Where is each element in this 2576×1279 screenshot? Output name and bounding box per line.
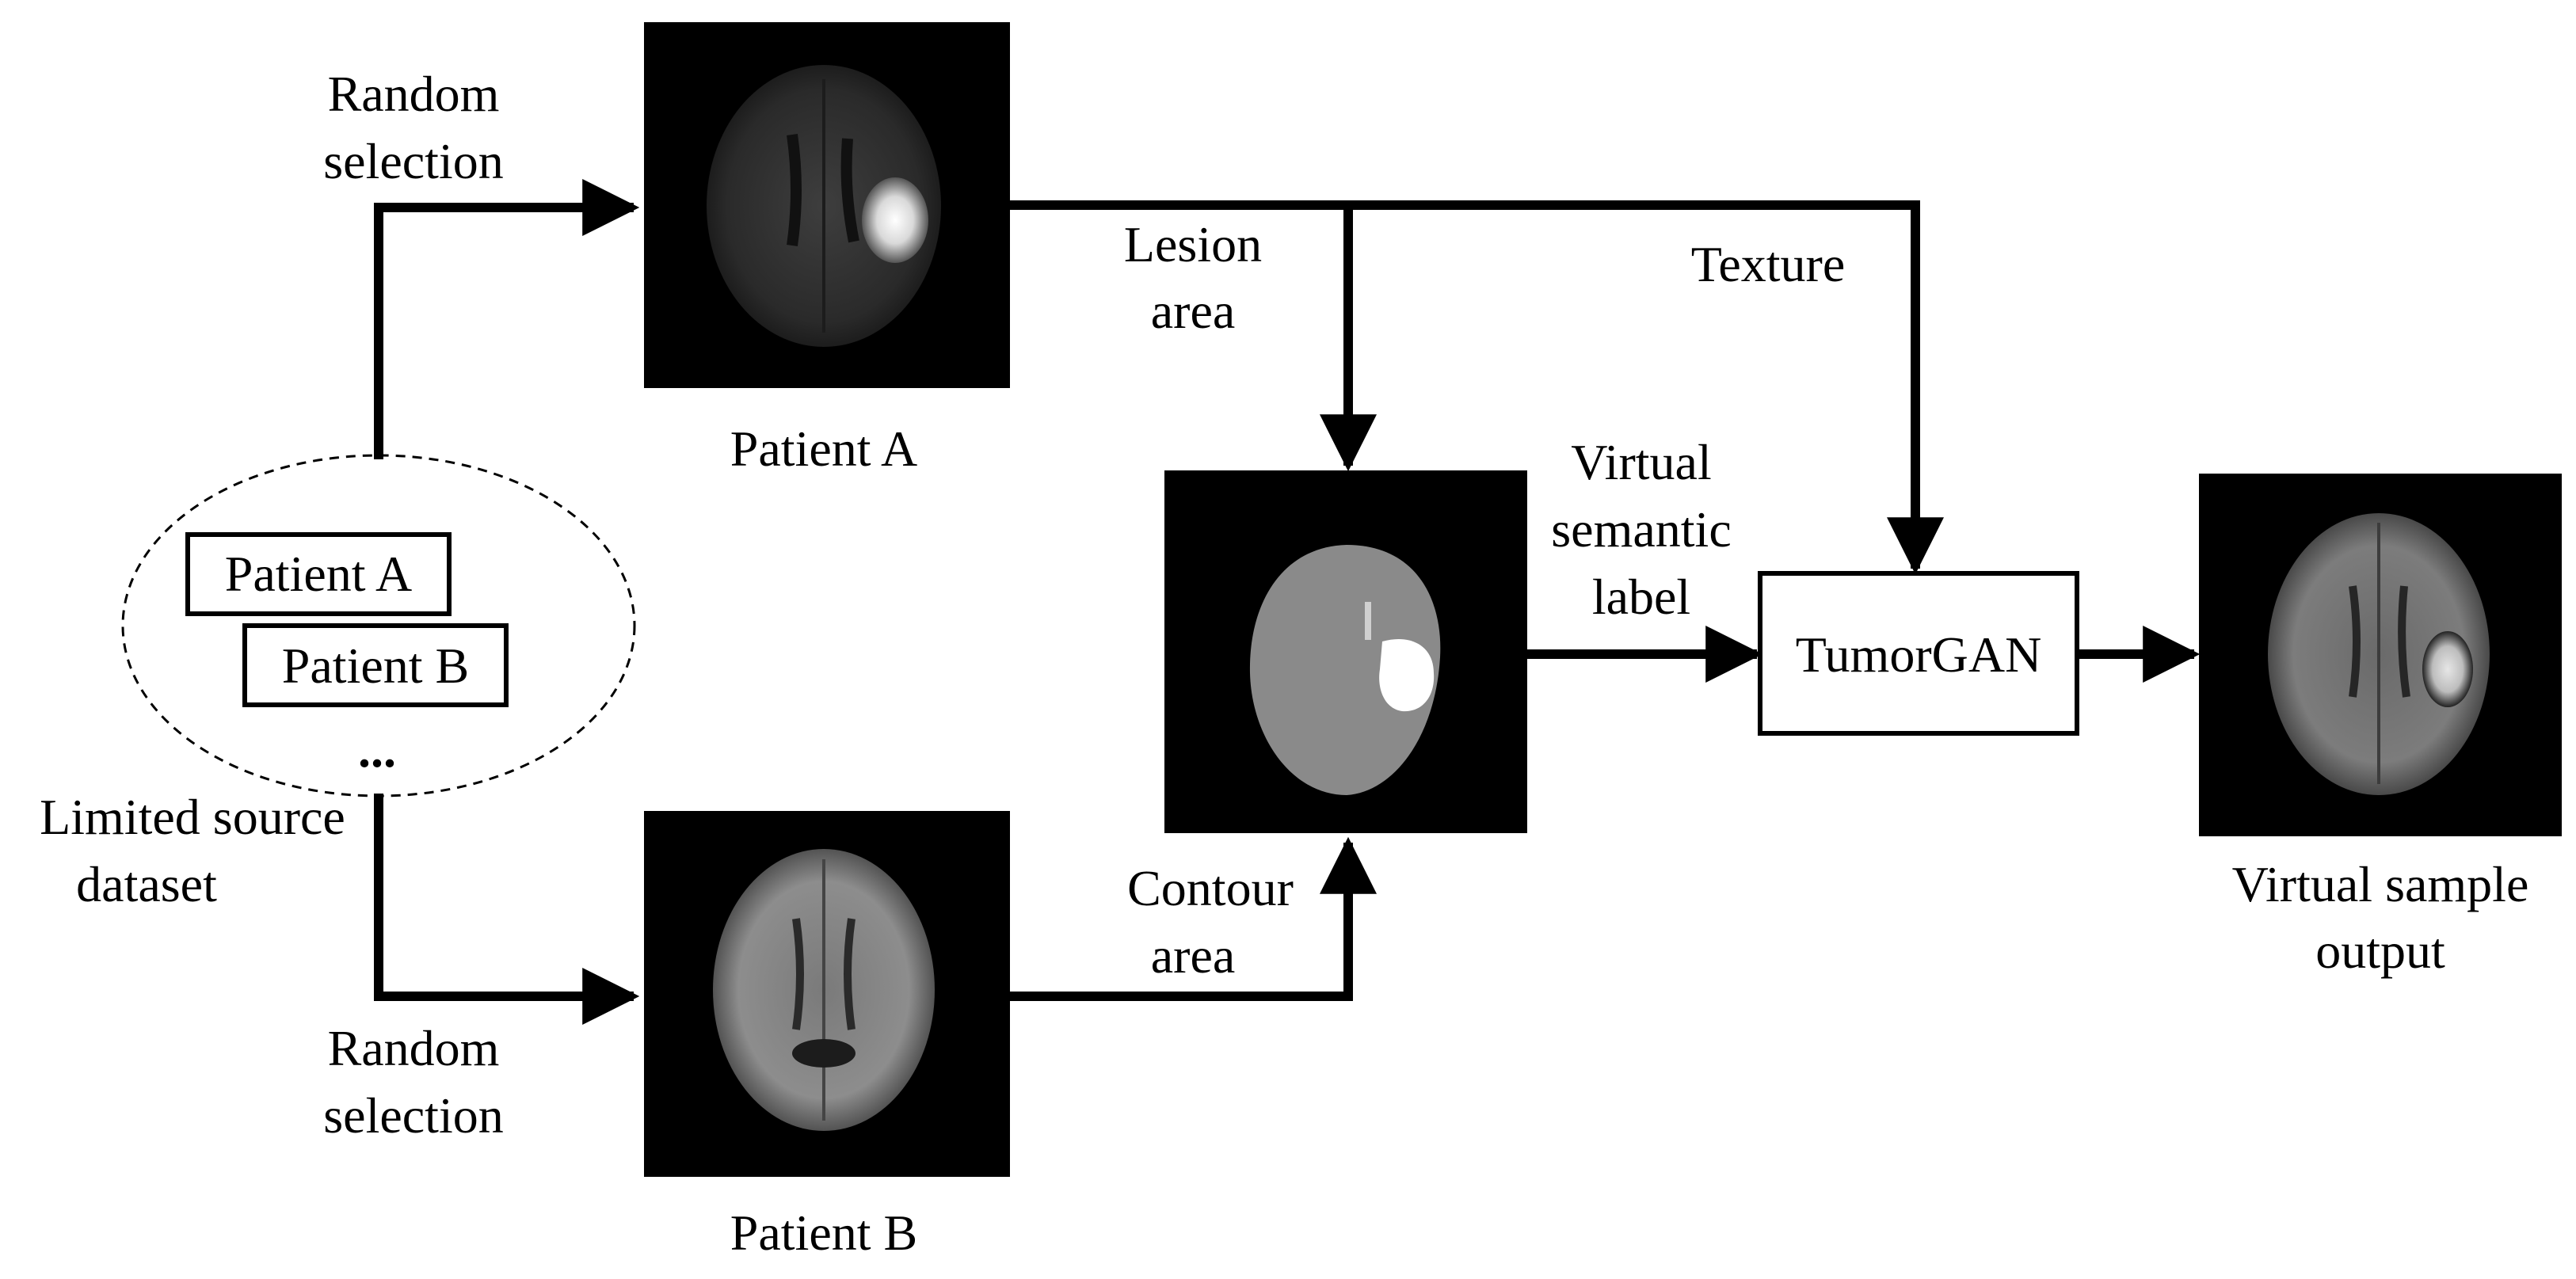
arrow-to-patient-a bbox=[374, 179, 640, 459]
texture-label: Texture bbox=[1691, 236, 1846, 292]
lesion-area-line2: area bbox=[1151, 283, 1236, 339]
dataset-item-patient-b-label: Patient B bbox=[282, 638, 469, 694]
patient-a-lesion bbox=[862, 177, 928, 263]
patient-b-image bbox=[644, 811, 1010, 1177]
arrow-texture bbox=[1348, 200, 1944, 575]
semantic-label-line2: semantic bbox=[1551, 501, 1731, 558]
tumorgan-label: TumorGAN bbox=[1796, 626, 2042, 683]
bottom-selection-line1: Random bbox=[328, 1020, 500, 1076]
patient-a-image bbox=[644, 22, 1010, 388]
bottom-selection-line2: selection bbox=[323, 1087, 503, 1144]
patient-a-caption: Patient A bbox=[730, 421, 917, 477]
dataset-item-patient-b bbox=[242, 623, 509, 707]
dataset-item-patient-a-label: Patient A bbox=[225, 546, 412, 602]
arrow-contour-area bbox=[1010, 836, 1377, 1001]
patient-b-caption: Patient B bbox=[730, 1205, 917, 1261]
output-lesion bbox=[2422, 631, 2473, 707]
patient-b-posterior bbox=[792, 1039, 855, 1068]
source-dataset: Patient A Patient B ... Limited source d… bbox=[40, 454, 636, 912]
contour-area-line2: area bbox=[1151, 927, 1236, 984]
output-caption-line1: Virtual sample bbox=[2232, 856, 2529, 912]
semantic-mask-brain bbox=[1249, 545, 1441, 795]
connectors bbox=[374, 179, 2201, 1025]
top-selection-line1: Random bbox=[328, 66, 500, 122]
semantic-mask-image bbox=[1164, 470, 1527, 833]
arrow-to-patient-b bbox=[374, 794, 640, 1025]
semantic-label-line3: label bbox=[1592, 569, 1690, 625]
dataset-caption-line2: dataset bbox=[76, 856, 217, 912]
patient-b-ventricles bbox=[792, 918, 855, 1030]
contour-area-line1: Contour bbox=[1127, 860, 1294, 916]
semantic-label-line1: Virtual bbox=[1571, 434, 1711, 490]
semantic-mask-lesion bbox=[1379, 638, 1435, 712]
output-image bbox=[2199, 474, 2562, 836]
output-ventricles bbox=[2349, 585, 2410, 698]
dataset-ellipsis: ... bbox=[358, 721, 396, 778]
patient-a-ventricles bbox=[787, 134, 859, 246]
output-caption-line2: output bbox=[2315, 923, 2445, 979]
lesion-area-line1: Lesion bbox=[1124, 216, 1262, 272]
semantic-mask-lesion-fragment bbox=[1365, 602, 1371, 640]
dataset-item-patient-a bbox=[185, 532, 452, 616]
top-selection-line2: selection bbox=[323, 133, 503, 189]
tumorgan-box bbox=[1758, 571, 2079, 736]
dataset-caption-line1: Limited source bbox=[40, 789, 345, 845]
